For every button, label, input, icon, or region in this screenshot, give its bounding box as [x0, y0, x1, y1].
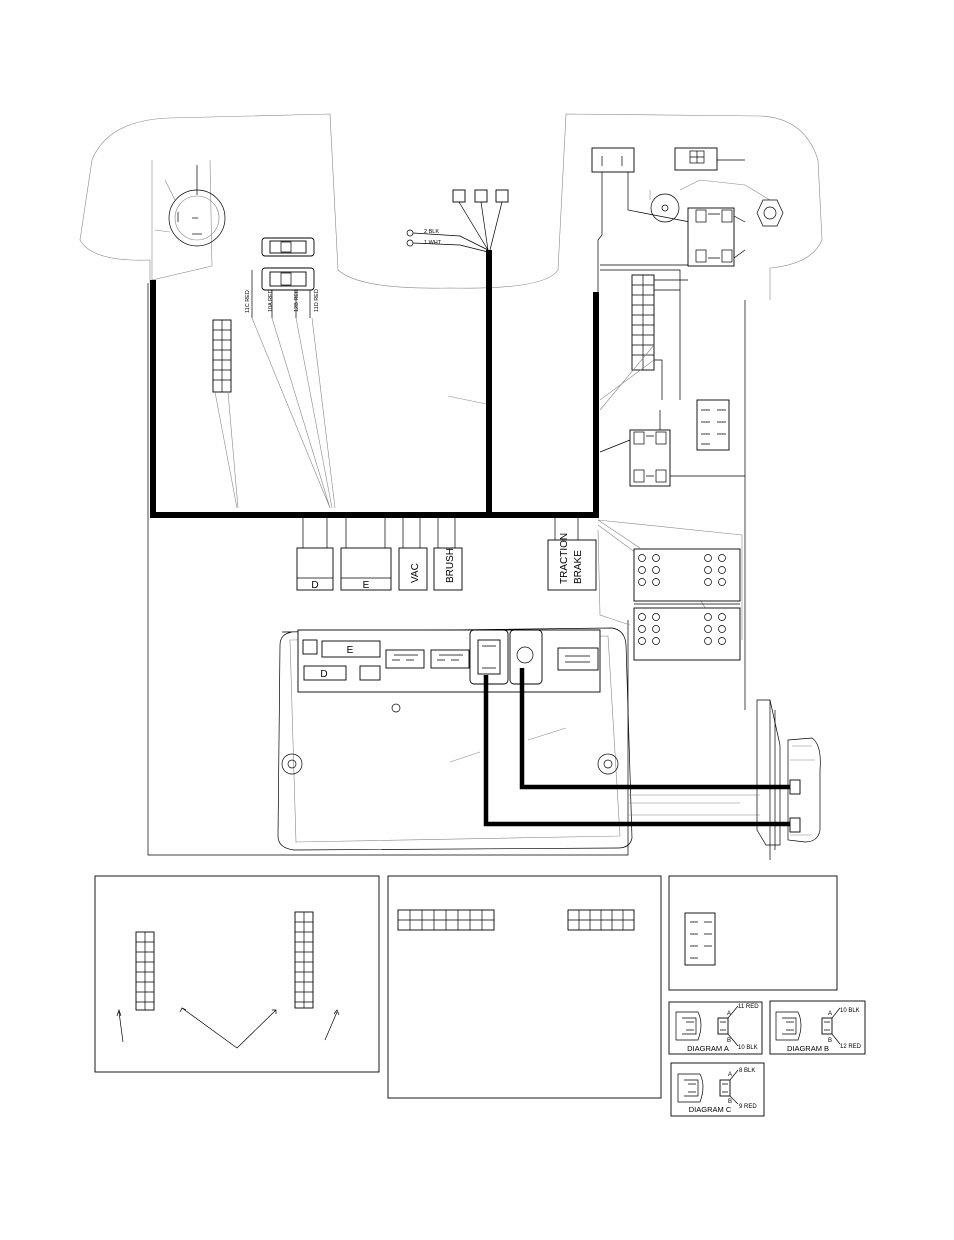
panel-center [387, 875, 662, 1099]
diagram-b-title: DIAGRAM B [787, 1044, 829, 1053]
relay-lower [599, 410, 745, 487]
battery-cell-terminal [718, 566, 726, 574]
panel-left [94, 875, 380, 1073]
diagram-a [668, 1001, 763, 1055]
battery-cell-terminal [652, 554, 660, 562]
diagram-b-wire-bottom: 12 RED [840, 1044, 862, 1050]
diagram-a-pin-a: A [727, 1011, 731, 1017]
top-center-connectors [406, 189, 509, 253]
small-module [696, 399, 730, 451]
controller-e-label: E [347, 645, 354, 656]
wire-label-11d-red: 11D RED [314, 289, 320, 312]
main-harness [150, 250, 599, 518]
battery-cell-terminal [638, 613, 646, 621]
battery-cell-terminal [652, 566, 660, 574]
connector-traction-label: TRACTION [559, 533, 570, 584]
battery-cell-terminal [704, 566, 712, 574]
battery-cell-terminal [652, 578, 660, 586]
battery-cell-terminal [718, 578, 726, 586]
controller [277, 627, 633, 851]
diagram-b-wire-top: 10 BLK [840, 1008, 860, 1014]
diagram-c-wire-bottom: 9 RED [739, 1104, 757, 1110]
controller-d-label: D [320, 669, 327, 680]
wire-label-2-blk: 2 BLK [424, 229, 439, 235]
diagram-a-pin-b: B [727, 1038, 731, 1044]
battery-cell-terminal [638, 637, 646, 645]
harness-callouts [214, 317, 655, 509]
right-terminal-strip [600, 264, 688, 400]
battery-cell-terminal [638, 554, 646, 562]
left-terminal-strip [212, 319, 232, 393]
wire-label-12b-red: 12B RED [294, 289, 300, 312]
motor-right [756, 699, 821, 860]
connector-brake-label: BRAKE [573, 550, 584, 584]
diagram-a-wire-top: 11 RED [738, 1004, 759, 1010]
battery-cell-terminal [652, 625, 660, 633]
motor-cables [483, 668, 790, 827]
connector-e-label: E [363, 580, 370, 591]
battery-cell-terminal [652, 613, 660, 621]
battery-cell-terminal [704, 637, 712, 645]
diagram-b-pin-b: B [828, 1038, 832, 1044]
circuit-breakers [251, 237, 315, 318]
battery-cell-terminal [718, 625, 726, 633]
connector-vac-label: VAC [410, 563, 421, 583]
wire-label-10a-red: 10A RED [268, 289, 274, 312]
diagram-c-wire-top: 8 BLK [739, 1068, 755, 1074]
battery-cell-terminal [704, 613, 712, 621]
diagram-c-pin-a: A [728, 1072, 732, 1078]
connector-brush-label: BRUSH [445, 548, 456, 583]
battery-cell-terminal [718, 637, 726, 645]
battery-cell-terminal [638, 566, 646, 574]
diagram-a-wire-bottom: 10 BLK [738, 1045, 758, 1051]
panel-right [668, 875, 838, 991]
connector-d-label: D [311, 580, 318, 591]
wire-label-1-wht: 1 WHT [424, 240, 442, 246]
key-switch [154, 165, 226, 247]
battery-cell-terminal [704, 625, 712, 633]
diagram-b-pin-a: A [828, 1011, 832, 1017]
battery-cell-terminal [718, 613, 726, 621]
diagram-b [769, 1000, 866, 1055]
top-right-components [591, 147, 784, 295]
battery-cell-terminal [638, 625, 646, 633]
battery-packs [597, 519, 743, 661]
battery-cells [638, 554, 726, 645]
battery-cell-terminal [704, 578, 712, 586]
harness-drops [296, 515, 597, 591]
battery-cell-terminal [638, 578, 646, 586]
diagram-c-title: DIAGRAM C [689, 1105, 732, 1114]
battery-cell-terminal [704, 554, 712, 562]
battery-cell-terminal [718, 554, 726, 562]
diagram-a-title: DIAGRAM A [687, 1044, 729, 1053]
wire-label-11c-red: 11C RED [245, 290, 251, 313]
machine-outline [79, 113, 823, 856]
diagram-c-pin-b: B [728, 1099, 732, 1105]
diagram-c [670, 1062, 765, 1117]
battery-cell-terminal [652, 637, 660, 645]
